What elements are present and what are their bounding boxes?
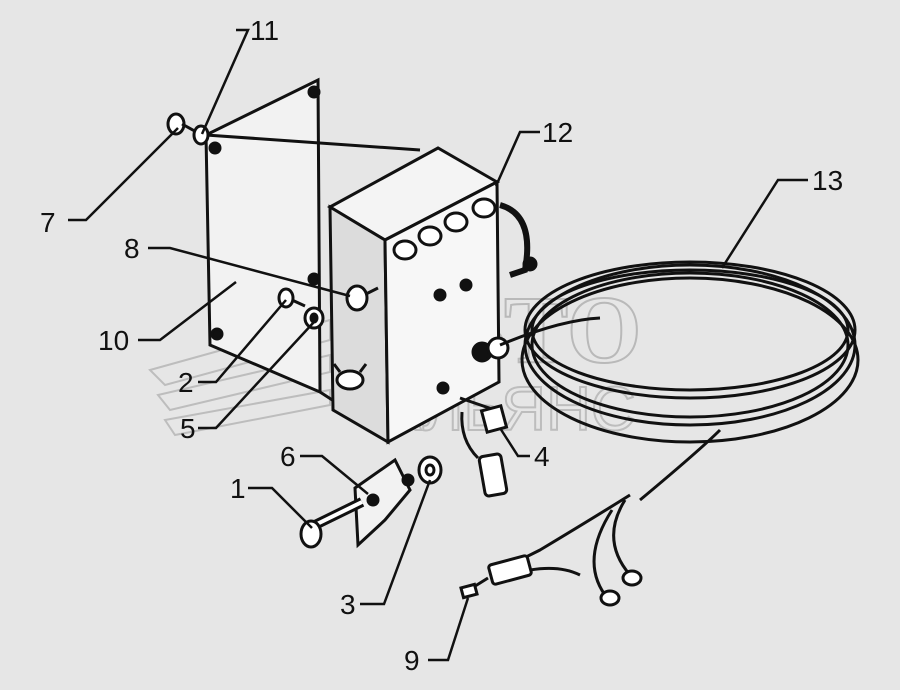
leader-lines <box>68 28 808 662</box>
callout-11: 11 <box>250 15 279 46</box>
leader-5 <box>198 321 315 430</box>
callouts: 1 2 3 4 5 6 7 8 9 10 11 12 13 <box>40 15 843 676</box>
bolt-1 <box>299 497 365 549</box>
nut-3 <box>417 455 443 485</box>
leader-12 <box>494 130 540 187</box>
callout-4: 4 <box>534 441 550 472</box>
leader-11 <box>200 28 250 135</box>
leader-8 <box>148 246 351 298</box>
callout-10: 10 <box>98 325 129 356</box>
leader-4 <box>498 427 530 458</box>
callout-3: 3 <box>340 589 356 620</box>
callout-2: 2 <box>178 367 194 398</box>
leader-10 <box>138 281 237 342</box>
callout-8: 8 <box>124 233 140 264</box>
leader-2 <box>198 299 287 384</box>
callout-12: 12 <box>542 117 573 148</box>
wing-nut <box>332 363 368 391</box>
harness <box>459 554 643 607</box>
callout-6: 6 <box>280 441 296 472</box>
knob-8 <box>345 284 379 312</box>
bracket-6 <box>353 457 415 549</box>
callout-1: 1 <box>230 473 246 504</box>
washer-5 <box>303 306 325 330</box>
callout-9: 9 <box>404 645 420 676</box>
callout-7: 7 <box>40 207 56 238</box>
bolt-7 <box>166 112 210 146</box>
callout-13: 13 <box>812 165 843 196</box>
callout-5: 5 <box>180 413 196 444</box>
leader-3 <box>360 479 432 606</box>
leader-7 <box>68 127 179 222</box>
leader-9 <box>428 597 470 662</box>
cable-coil-13 <box>499 260 860 596</box>
connector-4 <box>459 396 509 498</box>
leader-1 <box>248 486 313 529</box>
leader-6 <box>300 454 369 495</box>
leader-13 <box>720 178 808 269</box>
